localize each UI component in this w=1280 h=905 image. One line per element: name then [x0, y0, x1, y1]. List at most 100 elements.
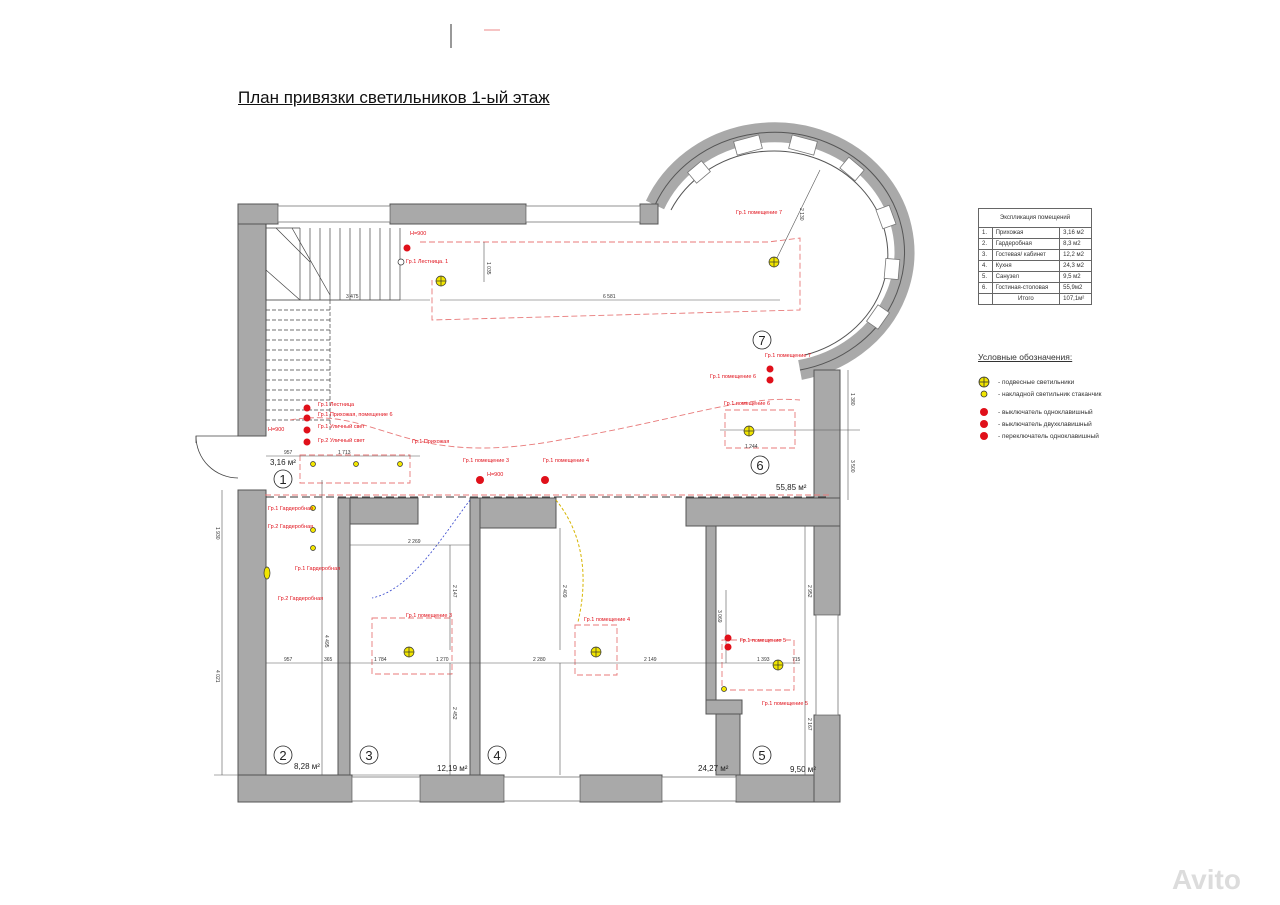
dimension-label: 1 930: [214, 527, 220, 540]
legend-item: - накладной светильник стаканчик: [978, 388, 1108, 400]
switch-icon: [476, 476, 484, 484]
switch-icon: [766, 376, 774, 384]
room-number-6: 6: [750, 455, 770, 475]
room-area: 8,28 м²: [294, 762, 320, 771]
switch-icon: [724, 643, 732, 651]
dimension-label: 3 475: [346, 294, 359, 300]
legend: Условные обозначения: - подвесные светил…: [978, 352, 1108, 442]
circuit-label: Гр.2 Уличный свет: [318, 437, 365, 444]
room-area: 55,85 м²: [776, 483, 807, 492]
pendant-lamp-icon: [403, 646, 415, 658]
circuit-label: Гр.1 помещение 6: [724, 401, 770, 407]
switch-icon: [303, 404, 311, 412]
double-switch-icon: [978, 418, 992, 430]
room-number: 2: [279, 748, 286, 763]
room-number-1: 1: [273, 469, 293, 489]
surface-lamp-icon: [978, 388, 992, 400]
circuit-label: H=900: [268, 427, 284, 433]
surface-lamp-icon: [310, 505, 316, 511]
dimension-label: 2 409: [561, 585, 567, 598]
room-number: 1: [279, 472, 286, 487]
room-number: 4: [493, 748, 500, 763]
dimension-label: 2 167: [806, 718, 812, 731]
switch-icon: [303, 438, 311, 446]
dimension-label: 715: [792, 657, 801, 663]
room-number-4: 4: [487, 745, 507, 765]
dimension-label: 1 270: [436, 657, 449, 663]
circuit-label: Гр.1 помещение 3: [463, 458, 509, 464]
dimension-label: 2 130: [798, 208, 804, 221]
circuit-label: Гр.1 помещение 7: [736, 210, 782, 216]
room-markers: 1 2 3 4 5 6 7: [273, 330, 772, 765]
tower-wall: [645, 122, 915, 380]
circuit-label: Гр.1 Прихожая, помещение 6: [318, 412, 393, 418]
dimension-label: 1 784: [374, 657, 387, 663]
circuit-label: Гр.1 помещение 4: [543, 458, 589, 464]
switch-icon: [303, 414, 311, 422]
room-areas: 3,16 м² 8,28 м² 12,19 м² 24,27 м² 9,50 м…: [270, 458, 816, 774]
circuit-label: Гр.1 Гардеробная: [295, 566, 340, 572]
dimension-label: 1 393: [757, 657, 770, 663]
dimension-lines: [214, 169, 860, 776]
circuit-label: Гр.1 Лестница: [318, 402, 355, 408]
switch-icon: [541, 476, 549, 484]
circuit-label: H=900: [487, 472, 503, 478]
pendant-lamp-icon: [978, 376, 992, 388]
circuit-label: Гр.2 Гардеробная: [278, 596, 323, 602]
room-area: 9,50 м²: [790, 765, 816, 774]
switch-icon: [766, 365, 774, 373]
lighting-zones: [265, 237, 830, 691]
switches: [303, 244, 774, 651]
dimension-label: 6 581: [603, 294, 616, 300]
toggle-switch-icon: [978, 430, 992, 442]
room-number: 5: [758, 748, 765, 763]
dimension-label: 2 269: [408, 539, 421, 545]
room-area: 3,16 м²: [270, 458, 296, 467]
room-area: 24,27 м²: [698, 764, 729, 773]
room-number: 7: [758, 333, 765, 348]
pendant-lamp-icon: [590, 646, 602, 658]
surface-lamp-icon: [310, 461, 316, 467]
dimension-label: 2 452: [451, 707, 457, 720]
page-title: План привязки светильников 1-ый этаж: [238, 88, 550, 107]
dimension-label: 957: [284, 450, 293, 456]
entrance-door: [195, 435, 239, 479]
legend-title: Условные обозначения:: [978, 352, 1073, 362]
dimension-label: 3 069: [716, 610, 722, 623]
dimension-label: 2 952: [806, 585, 812, 598]
circuit-label: H=900: [410, 231, 426, 237]
circuit-label: Гр.1 помещение 7: [765, 353, 811, 359]
room-number-7: 7: [752, 330, 772, 350]
dimension-label: 4 021: [214, 670, 220, 683]
circuit-label: Гр.1 Уличный свет: [318, 423, 365, 430]
circuit-label: Гр.1 помещение 5: [740, 638, 786, 644]
room-number-5: 5: [752, 745, 772, 765]
dimension-label: 3 500: [849, 460, 855, 473]
pendant-lamp-icon: [435, 275, 447, 287]
room-number: 6: [756, 458, 763, 473]
circuit-label: Гр.1 Лестница. 1: [406, 259, 448, 265]
staircase: [265, 224, 401, 430]
circuit-label: Гр.1 Прихожая: [412, 439, 449, 445]
legend-item: - переключатель одноклавишный: [978, 430, 1108, 442]
surface-lamp-icon: [397, 461, 403, 467]
switch-icon: [978, 406, 992, 418]
dimension-values: 6 581 3 475 1 035 2 130 1 380 1 713 957 …: [214, 208, 855, 731]
outer-walls: [237, 203, 841, 803]
dimension-label: 365: [324, 657, 333, 663]
switch-icon: [303, 426, 311, 434]
pendant-lamp-icon: [743, 425, 755, 437]
surface-lamp-icon: [353, 461, 359, 467]
circuit-label: Гр.1 помещение 3: [406, 613, 452, 619]
surface-lamp-icon: [310, 545, 316, 551]
dimension-label: 957: [284, 657, 293, 663]
lamps: [263, 256, 784, 692]
circuit-label: Гр.1 помещение 4: [584, 617, 630, 623]
stair-lamp-icon: [397, 258, 405, 266]
room-number-3: 3: [359, 745, 379, 765]
dimension-label: 4 495: [323, 635, 329, 648]
